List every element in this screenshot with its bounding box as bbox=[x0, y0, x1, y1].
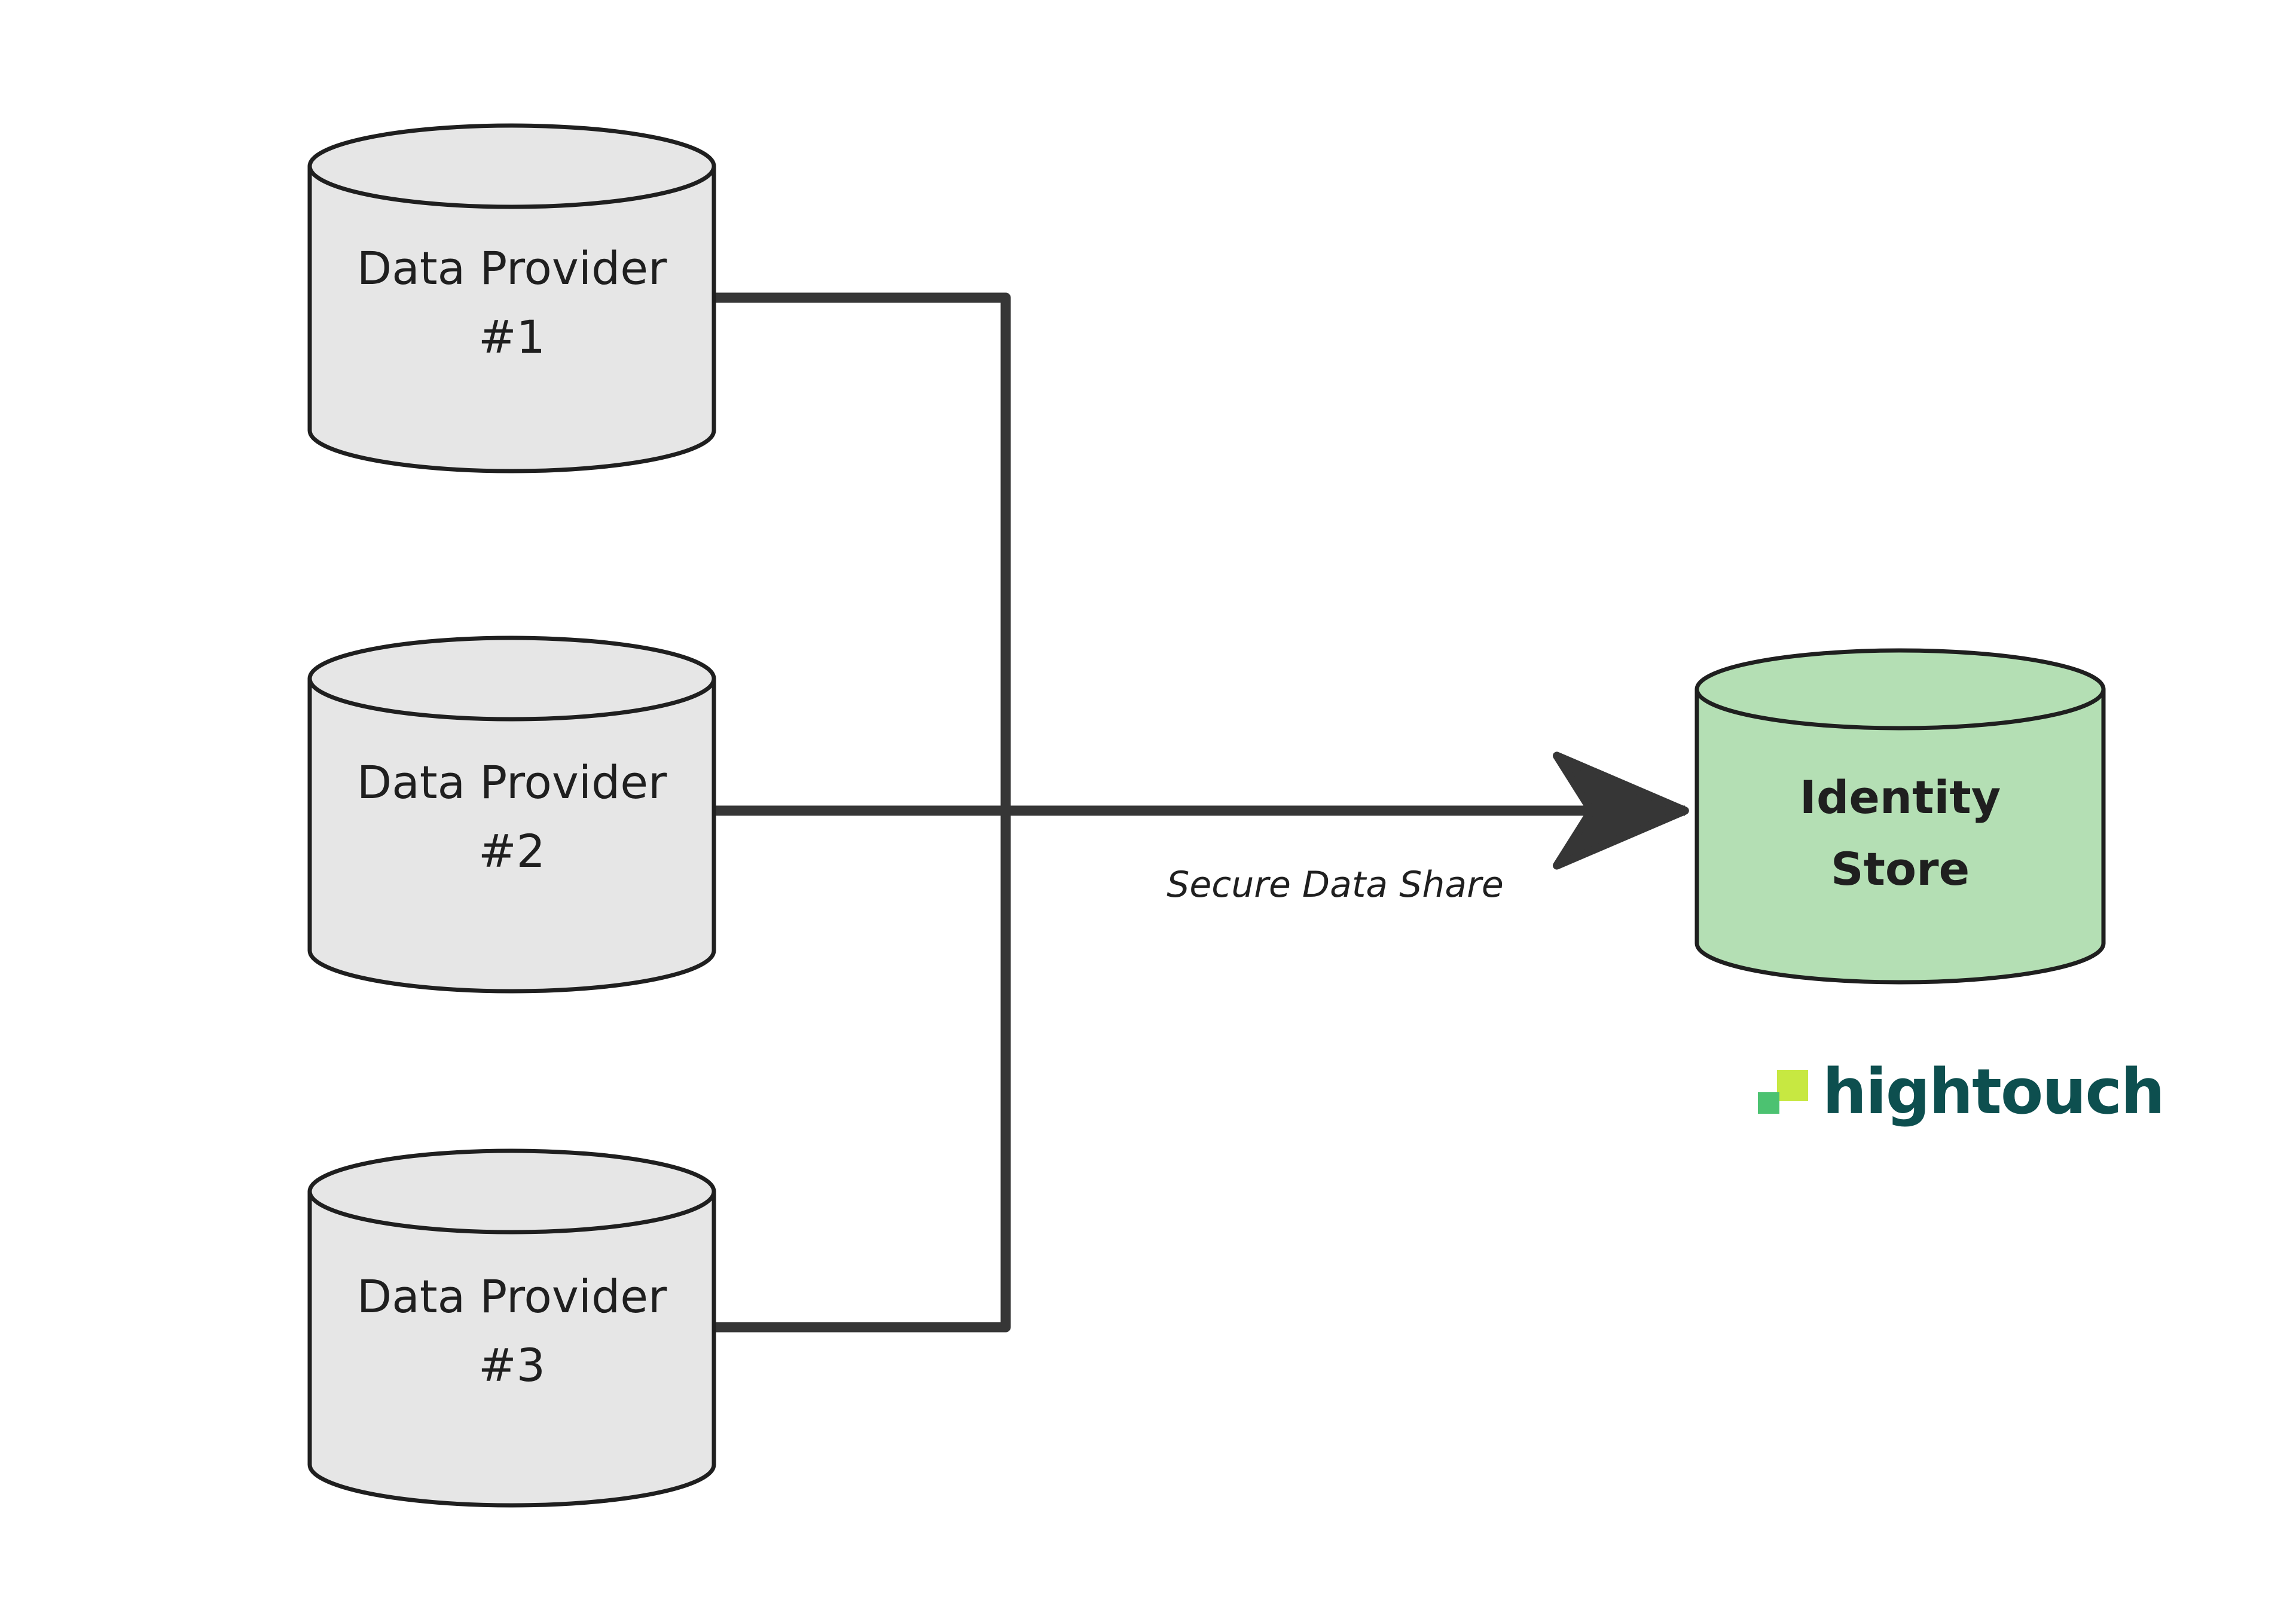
logo-square-large-icon bbox=[1777, 1070, 1808, 1101]
cylinder-top bbox=[307, 1148, 716, 1235]
node-identity-store[interactable]: Identity Store bbox=[1694, 648, 2106, 985]
node-data-provider-3[interactable]: Data Provider #3 bbox=[307, 1148, 716, 1508]
cylinder-body bbox=[307, 676, 716, 994]
logo-wordmark: hightouch bbox=[1822, 1055, 2164, 1128]
hightouch-logo: hightouch bbox=[1758, 1055, 2165, 1128]
cylinder-top bbox=[307, 635, 716, 722]
node-label-line2: #3 bbox=[478, 1339, 545, 1392]
edge-data-provider-3[interactable] bbox=[714, 811, 1011, 1333]
cylinder-body bbox=[1694, 687, 2106, 985]
cylinder-top bbox=[307, 123, 716, 209]
node-label-line1: Data Provider bbox=[357, 756, 667, 809]
node-data-provider-1[interactable]: Data Provider #1 bbox=[307, 123, 716, 473]
node-label-line2: Store bbox=[1831, 842, 1970, 896]
connector-group bbox=[714, 292, 1689, 1333]
cylinder-body bbox=[307, 164, 716, 473]
logo-square-small-icon bbox=[1758, 1092, 1779, 1114]
cylinder-top bbox=[1694, 648, 2106, 731]
node-label-line1: Data Provider bbox=[357, 242, 667, 295]
node-data-provider-2[interactable]: Data Provider #2 bbox=[307, 635, 716, 994]
node-label-line2: #2 bbox=[478, 824, 545, 878]
edge-label-secure-data-share: Secure Data Share bbox=[1167, 864, 1503, 906]
node-label-line1: Data Provider bbox=[357, 1270, 667, 1323]
node-label-line1: Identity bbox=[1800, 771, 2001, 824]
node-label-line2: #1 bbox=[478, 310, 545, 363]
cylinder-body bbox=[307, 1189, 716, 1508]
edge-data-provider-1[interactable] bbox=[714, 292, 1011, 811]
